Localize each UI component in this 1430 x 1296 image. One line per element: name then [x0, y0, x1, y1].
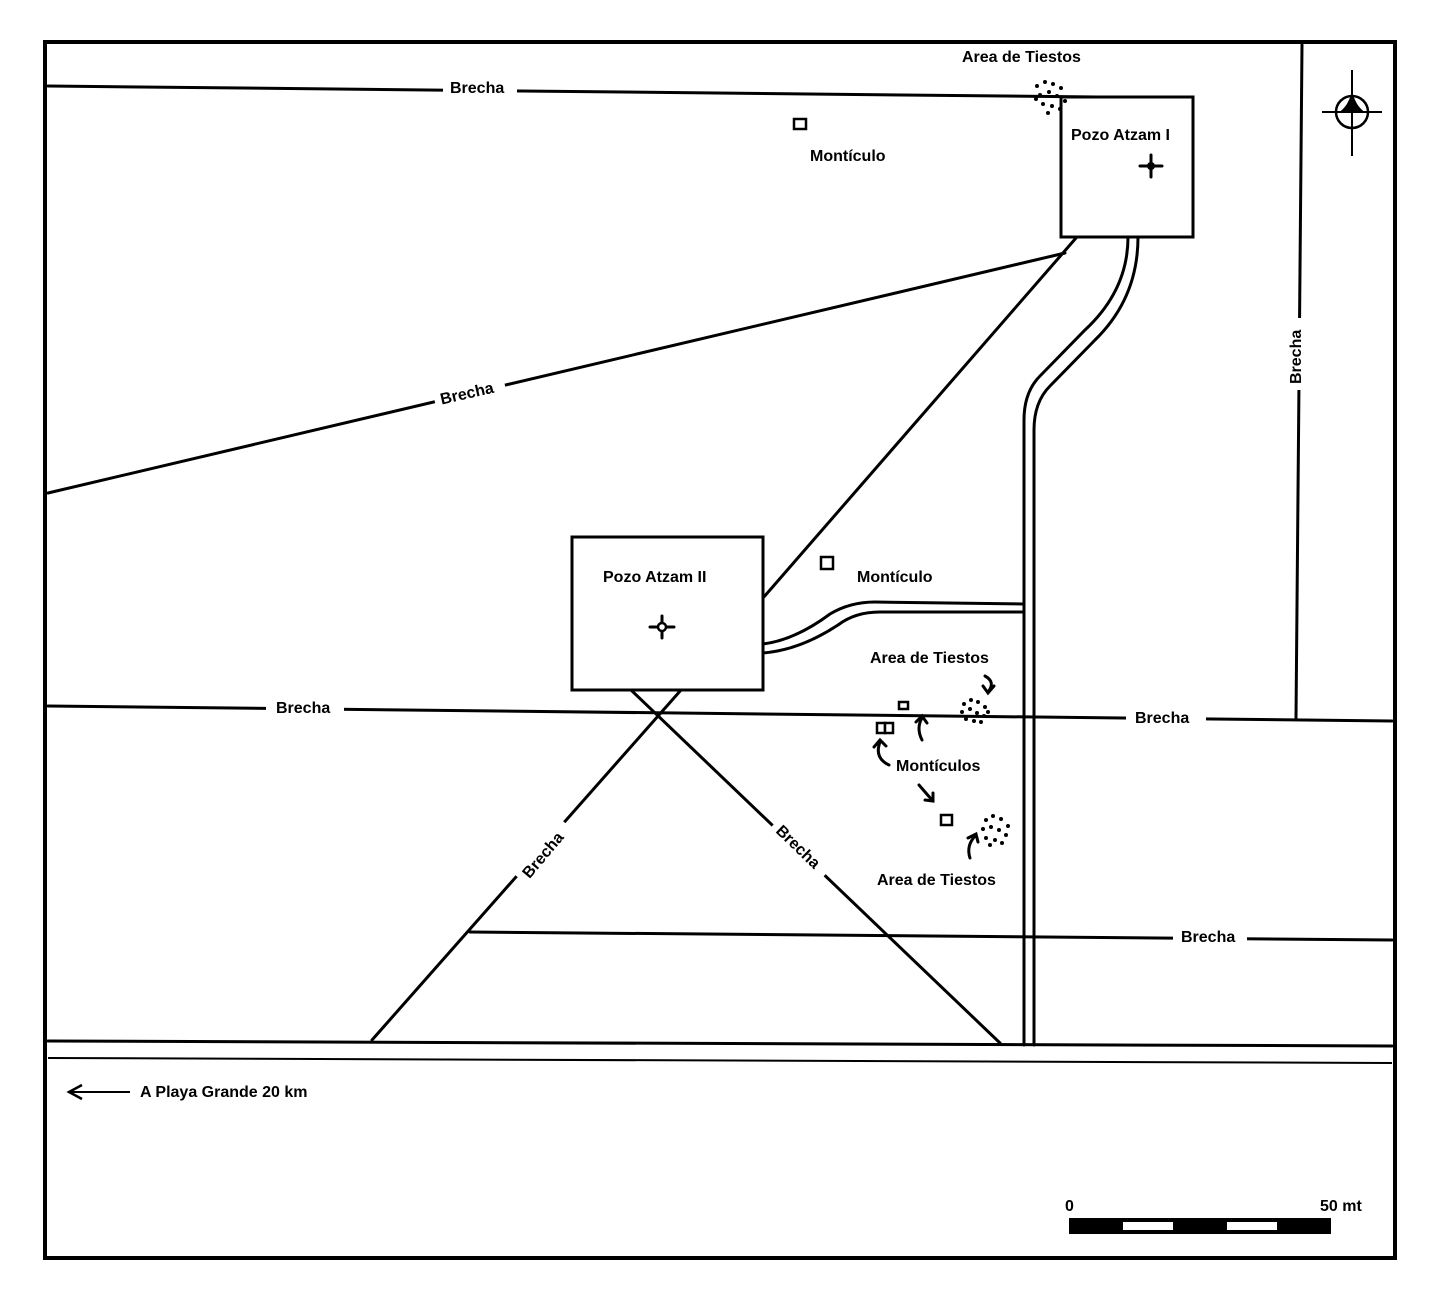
pozo-atzam-2-label: Pozo Atzam II	[603, 569, 706, 586]
brecha-middle-left-label: Brecha	[276, 700, 330, 717]
area-tiestos-top-label: Area de Tiestos	[962, 49, 1081, 66]
brecha-diagonal-line	[46, 251, 1067, 495]
arrow-mound-1-icon	[917, 716, 924, 742]
direction-arrow-icon	[66, 1083, 130, 1101]
scale-end-label: 50 mt	[1320, 1198, 1362, 1215]
brecha-lower-line	[468, 930, 1394, 942]
monticulos-label: Montículos	[896, 758, 981, 775]
brecha-top-line	[46, 84, 1194, 100]
mound-small-1-icon	[897, 700, 910, 711]
road-bottom-line-2	[47, 1057, 1393, 1064]
arrow-mound-2-icon	[876, 740, 891, 767]
scale-bar	[1069, 1218, 1331, 1234]
pozo-atzam-2-box	[570, 535, 765, 692]
pozo-atzam-1-box	[1059, 95, 1195, 239]
area-tiestos-middle-label: Area de Tiestos	[870, 650, 989, 667]
arrow-tiestos-lower-icon	[967, 834, 977, 860]
well-2-icon	[648, 614, 676, 640]
arrow-mound-3-icon	[917, 783, 934, 802]
brecha-top-label: Brecha	[450, 80, 504, 97]
north-arrow-icon	[1322, 70, 1382, 156]
well-1-icon	[1138, 153, 1164, 179]
pozo-atzam-1-label: Pozo Atzam I	[1071, 127, 1170, 144]
sherd-scatter-middle-icon	[960, 698, 990, 724]
access-road-edge-left	[1022, 235, 1130, 1047]
brecha-right-label: Brecha	[1288, 330, 1305, 384]
direction-label: A Playa Grande 20 km	[140, 1084, 308, 1101]
sherd-scatter-lower-icon	[981, 814, 1010, 847]
spur-road-edge-bottom	[761, 610, 1026, 655]
mound-small-3-icon	[883, 721, 895, 735]
monticulo-middle-label: Montículo	[857, 569, 933, 586]
map-frame	[43, 40, 1397, 1260]
mound-top-icon	[792, 117, 808, 131]
scale-start-label: 0	[1065, 1198, 1074, 1215]
monticulo-top-label: Montículo	[810, 148, 886, 165]
link-line	[761, 236, 1078, 600]
area-tiestos-lower-label: Area de Tiestos	[877, 872, 996, 889]
access-road-edge-right	[1032, 235, 1140, 1047]
mound-small-4-icon	[939, 813, 954, 827]
mound-middle-icon	[819, 555, 835, 571]
road-bottom-line-1	[46, 1039, 1394, 1048]
brecha-middle-right-label: Brecha	[1135, 710, 1189, 727]
sherd-scatter-top-icon	[1034, 80, 1067, 115]
spur-road-edge-top	[761, 600, 1026, 646]
brecha-lower-label: Brecha	[1181, 929, 1235, 946]
